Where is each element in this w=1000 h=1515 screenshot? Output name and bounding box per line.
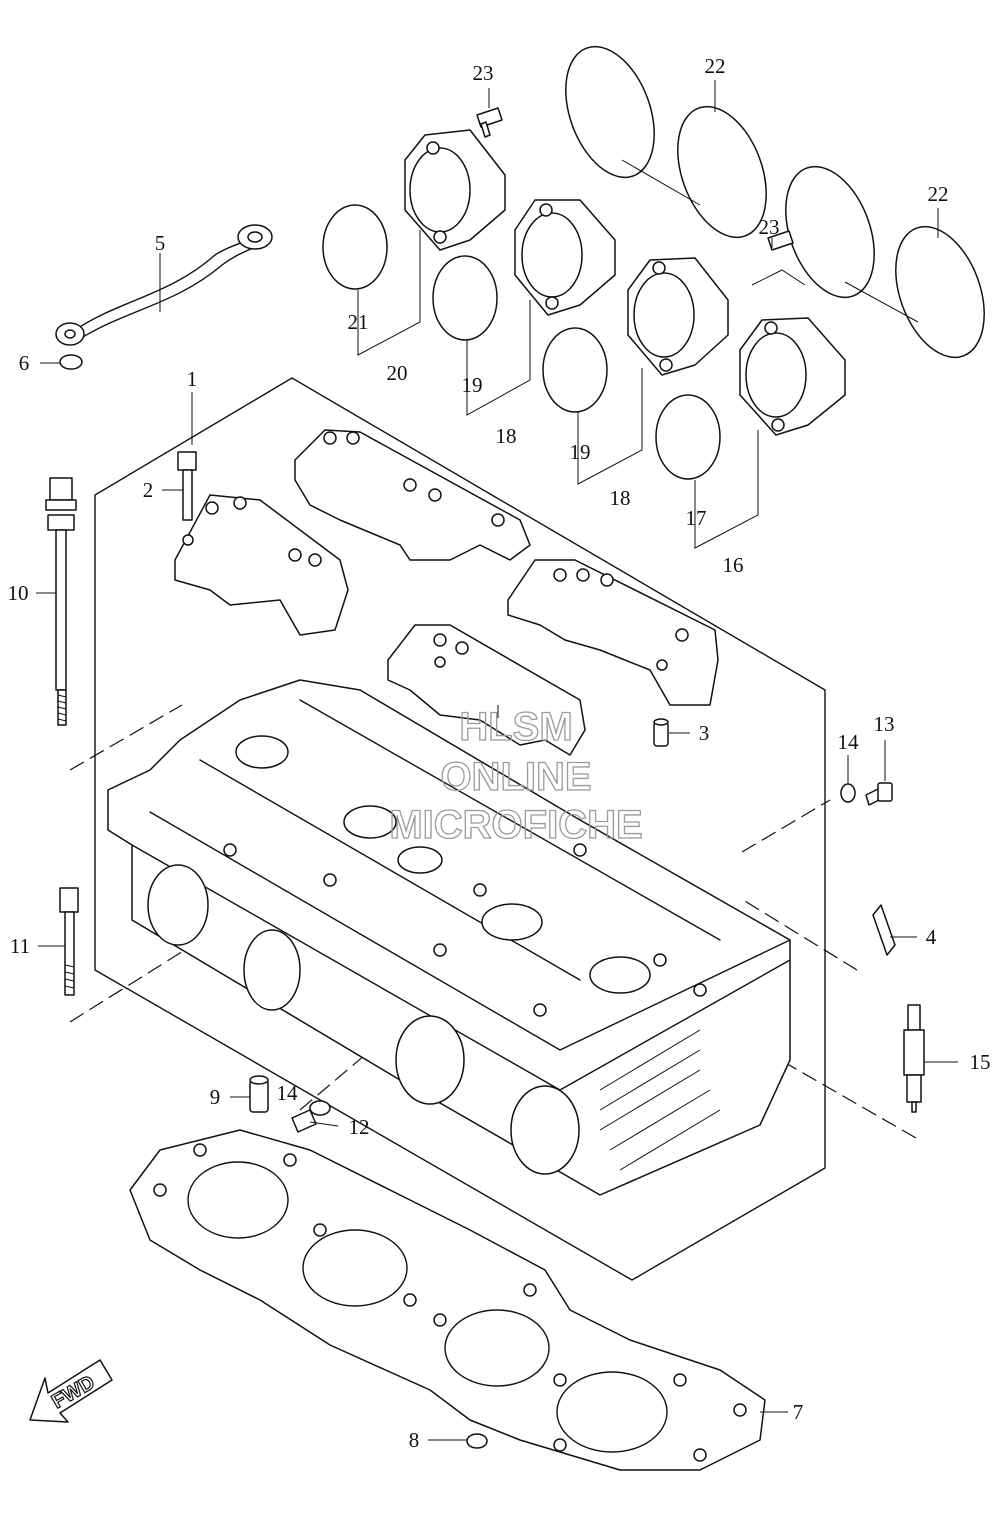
callout-leaders: [191, 392, 499, 718]
callout-18-right: 18: [610, 486, 631, 510]
camshaft-holders: [174, 429, 719, 756]
clamps-22: [565, 45, 985, 359]
callout-20: 20: [387, 361, 408, 385]
callout-22-left: 22: [705, 54, 726, 78]
callout-3: 3: [699, 721, 710, 745]
callout-2: 2: [143, 478, 154, 502]
callout-4: 4: [926, 925, 937, 949]
callout-labels: 1 2 3 4 5 6 7 8 9 10 11 12 13 14 14 15 1…: [8, 54, 991, 1452]
dowel-pin-3: [653, 718, 690, 747]
callout-13: 13: [874, 712, 895, 736]
assembly-outline: [94, 377, 826, 1281]
callout-18-left: 18: [496, 424, 517, 448]
screws-23: [476, 88, 806, 286]
bolt-13-washer-14: [840, 740, 893, 806]
callout-5: 5: [155, 231, 166, 255]
watermark-line3: MICROFICHE: [389, 803, 642, 847]
callout-14-lower: 14: [277, 1081, 299, 1105]
watermark-line2: ONLINE: [440, 755, 591, 799]
dowel-9-bolt-12-washer-14: [230, 1075, 339, 1133]
head-gasket-7: [129, 1129, 788, 1471]
cylinder-head: [107, 679, 791, 1196]
callout-11: 11: [10, 934, 30, 958]
callout-19-left: 19: [462, 373, 483, 397]
bolt-11: [38, 887, 79, 996]
callout-22-right: 22: [928, 182, 949, 206]
hose-5-and-washer-6: [40, 224, 273, 370]
callout-23-left: 23: [473, 61, 494, 85]
callout-12: 12: [349, 1115, 370, 1139]
callout-1: 1: [187, 367, 198, 391]
intake-pipes-and-o-rings: [322, 129, 846, 549]
callout-7: 7: [793, 1400, 804, 1424]
callout-15: 15: [970, 1050, 991, 1074]
callout-23-right: 23: [759, 215, 780, 239]
watermark-line1: HLSM: [459, 705, 572, 749]
callout-21: 21: [348, 310, 369, 334]
callout-14-upper: 14: [838, 730, 860, 754]
callout-17: 17: [686, 506, 707, 530]
spark-plug-15: [903, 1004, 958, 1113]
pin-4: [872, 904, 917, 956]
bolt-10: [36, 477, 77, 726]
fwd-arrow: FWD: [29, 1359, 113, 1423]
watermark: HLSM ONLINE MICROFICHE: [389, 704, 644, 847]
callout-6: 6: [19, 351, 30, 375]
callout-8: 8: [409, 1428, 420, 1452]
callout-16: 16: [723, 553, 744, 577]
callout-9: 9: [210, 1085, 221, 1109]
callout-19-right: 19: [570, 440, 591, 464]
bolt-2: [162, 451, 197, 521]
callout-10: 10: [8, 581, 29, 605]
